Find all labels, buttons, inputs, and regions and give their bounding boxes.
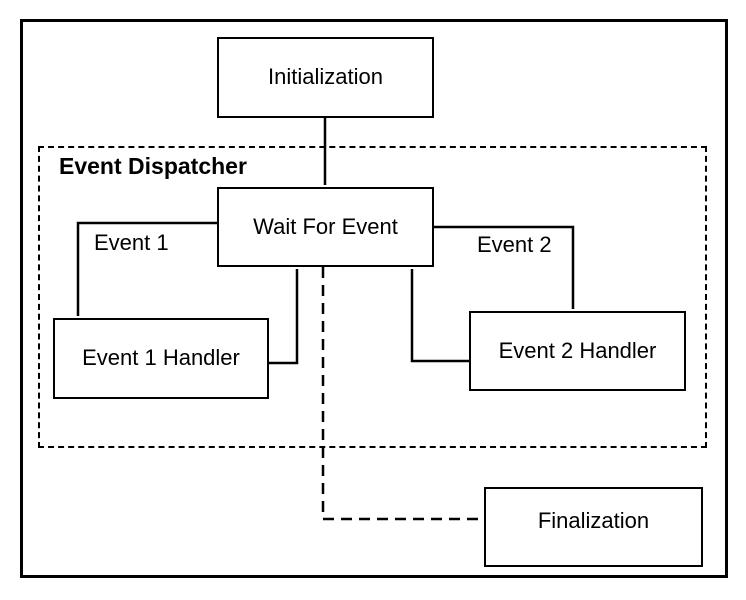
node-initialization: Initialization	[217, 37, 434, 118]
node-finalization: Finalization	[484, 487, 703, 567]
edge-label-event1: Event 1	[94, 230, 169, 255]
node-event1-handler: Event 1 Handler	[53, 318, 269, 399]
diagram-outer-frame	[20, 19, 728, 578]
node-event1-handler-label: Event 1 Handler	[82, 345, 240, 371]
node-wait-for-event: Wait For Event	[217, 187, 434, 267]
node-event2-handler-label: Event 2 Handler	[498, 337, 657, 363]
node-event2-handler: Event 2 Handler	[469, 311, 686, 391]
event-dispatcher-label: Event Dispatcher	[59, 153, 247, 179]
node-initialization-label: Initialization	[268, 64, 383, 90]
node-wait-for-event-label: Wait For Event	[253, 213, 398, 239]
node-finalization-label: Finalization	[537, 507, 650, 533]
edge-label-event2: Event 2	[477, 232, 552, 257]
